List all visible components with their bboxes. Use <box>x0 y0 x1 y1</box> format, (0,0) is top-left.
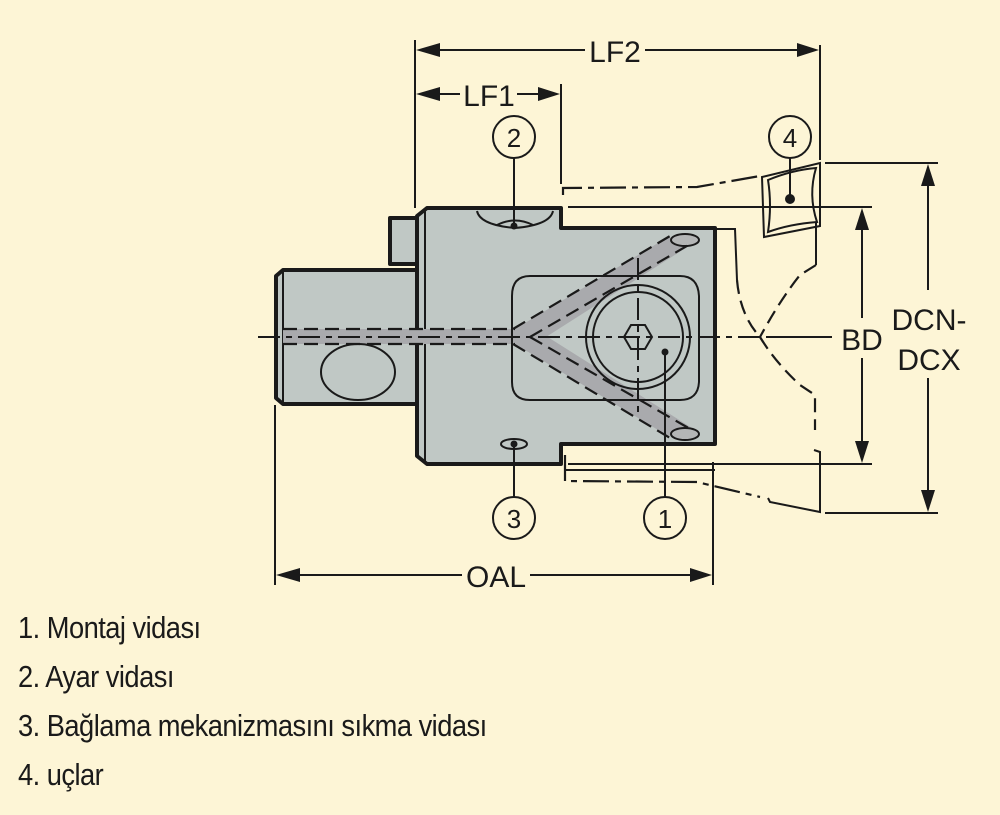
coolant-channels <box>283 233 700 441</box>
callout-leaders <box>510 157 791 497</box>
drive-key <box>388 216 420 266</box>
tool-envelope-outline <box>561 174 821 514</box>
shank-flat <box>320 343 396 401</box>
svg-text:BD: BD <box>841 324 883 357</box>
svg-text:1: 1 <box>658 504 672 534</box>
dimension-lf1: LF1 <box>416 80 560 113</box>
callout-3: 3 <box>492 496 536 540</box>
svg-text:DCN-: DCN- <box>892 304 967 337</box>
svg-text:2: 2 <box>507 123 521 153</box>
center-lines <box>258 258 830 416</box>
legend-item-adjusting-screw: 2. Ayar vidası <box>18 659 174 694</box>
svg-text:LF2: LF2 <box>589 36 641 69</box>
callout-1: 1 <box>643 496 687 540</box>
legend-item-mounting-screw: 1. Montaj vidası <box>18 610 201 645</box>
tool-diagram: 2 4 3 1 LF2 LF1 OAL <box>258 36 967 594</box>
svg-text:LF1: LF1 <box>463 80 515 113</box>
dimension-bd: BD <box>772 208 883 463</box>
extension-lines <box>274 40 938 585</box>
svg-text:OAL: OAL <box>466 561 526 594</box>
dimension-dcn-dcx: DCN- DCX <box>892 164 967 512</box>
legend-item-clamp-screw: 3. Bağlama mekanizmasını sıkma vidası <box>18 708 487 743</box>
legend-item-inserts: 4. uçlar <box>18 757 104 792</box>
dimension-lf2: LF2 <box>416 36 819 69</box>
callout-2: 2 <box>492 115 536 159</box>
svg-text:3: 3 <box>507 504 521 534</box>
svg-text:4: 4 <box>783 123 797 153</box>
callout-4: 4 <box>768 115 812 159</box>
svg-text:DCX: DCX <box>897 344 960 377</box>
dimension-oal: OAL <box>276 561 712 594</box>
parts-legend: 1. Montaj vidası 2. Ayar vidası 3. Bağla… <box>18 603 551 799</box>
